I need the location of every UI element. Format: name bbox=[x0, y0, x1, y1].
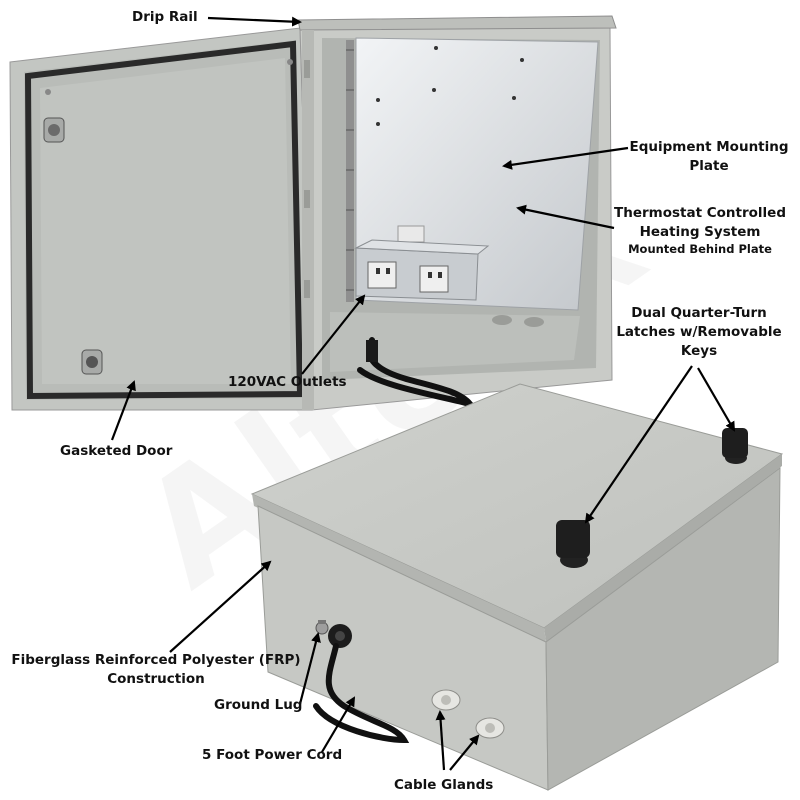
label-gasketed-door: Gasketed Door bbox=[60, 443, 173, 459]
door-latch-upper bbox=[43, 117, 65, 143]
label-frp-construction: Fiberglass Reinforced Polyester (FRP) Co… bbox=[10, 651, 302, 689]
cord-grip bbox=[328, 624, 352, 648]
label-frp-line2: Construction bbox=[107, 671, 205, 687]
label-120vac-outlets: 120VAC Outlets bbox=[228, 374, 347, 390]
door-gasket bbox=[24, 40, 304, 400]
label-frp-line1: Fiberglass Reinforced Polyester (FRP) bbox=[11, 652, 301, 668]
label-thermostat-heating: Thermostat Controlled Heating System Mou… bbox=[614, 204, 786, 257]
din-rail bbox=[346, 40, 354, 302]
label-latches-line3: Keys bbox=[680, 343, 718, 359]
upper-enclosure-body bbox=[297, 15, 617, 411]
label-thermostat-line2: Heating System bbox=[639, 224, 761, 240]
closed-enclosure-side bbox=[545, 466, 781, 791]
label-ground-lug: Ground Lug bbox=[214, 697, 303, 713]
cable-gland-right bbox=[475, 717, 505, 739]
arrow-power-cord bbox=[321, 696, 356, 753]
label-latches-line1: Dual Quarter-Turn bbox=[631, 305, 767, 321]
arrow-latch-front bbox=[584, 365, 693, 524]
arrow-drip-rail bbox=[207, 16, 302, 27]
arrow-equipment-plate bbox=[502, 146, 629, 170]
arrow-outlets bbox=[301, 294, 366, 375]
label-dual-latches: Dual Quarter-Turn Latches w/Removable Ke… bbox=[614, 304, 784, 361]
label-equipment-plate-line2: Plate bbox=[689, 158, 729, 174]
label-latches-line2: Latches w/Removable bbox=[616, 324, 782, 340]
label-thermostat-line1: Thermostat Controlled bbox=[614, 205, 786, 221]
arrow-latch-rear bbox=[697, 367, 736, 432]
arrow-thermostat bbox=[516, 204, 615, 230]
outlet-box bbox=[354, 239, 490, 301]
open-door bbox=[9, 27, 313, 411]
latch-rear bbox=[722, 428, 748, 464]
drip-rail bbox=[297, 15, 617, 31]
label-drip-rail: Drip Rail bbox=[132, 9, 198, 25]
door-latch-lower bbox=[81, 349, 103, 375]
ground-lug bbox=[315, 620, 329, 635]
label-thermostat-sub: Mounted Behind Plate bbox=[628, 242, 772, 256]
arrow-gland-right bbox=[449, 734, 480, 771]
lower-power-cord bbox=[313, 643, 410, 744]
label-equipment-mounting-plate: Equipment Mounting Plate bbox=[628, 138, 790, 176]
closed-enclosure bbox=[250, 383, 784, 791]
label-equipment-plate-line1: Equipment Mounting bbox=[629, 139, 789, 155]
arrow-frp bbox=[169, 560, 272, 653]
arrow-ground-lug bbox=[298, 632, 321, 705]
upper-power-cord bbox=[357, 337, 479, 410]
latch-front bbox=[556, 520, 590, 568]
arrow-gasketed-door bbox=[110, 380, 136, 441]
arrow-gland-left bbox=[435, 710, 446, 771]
callout-arrows bbox=[110, 16, 736, 771]
cable-gland-left bbox=[431, 689, 461, 711]
label-cable-glands: Cable Glands bbox=[394, 777, 494, 793]
label-power-cord: 5 Foot Power Cord bbox=[202, 747, 343, 763]
